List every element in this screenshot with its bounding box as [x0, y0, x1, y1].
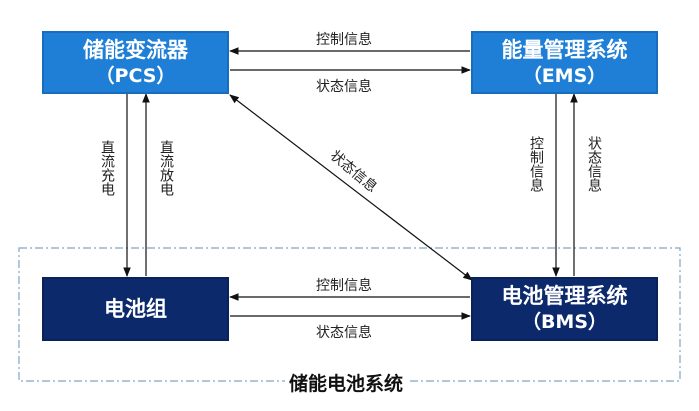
label-battery-bms-control: 控制信息 [316, 278, 372, 294]
bms-box: 电池管理系统 （BMS） [471, 277, 658, 341]
bms-title: 电池管理系统 [501, 284, 628, 308]
battery-title: 电池组 [104, 296, 167, 321]
bms-subtitle: （BMS） [521, 311, 608, 334]
label-pcs-ems-status: 状态信息 [316, 79, 372, 95]
label-battery-bms-status: 状态信息 [316, 325, 372, 341]
pcs-box: 储能变流器 （PCS） [42, 31, 229, 94]
label-ems-bms-status: 状态信息 [586, 136, 602, 192]
label-dc-charge: 直流充电 [99, 140, 115, 196]
ems-subtitle: （EMS） [522, 64, 607, 87]
ems-box: 能量管理系统 （EMS） [471, 31, 658, 94]
pcs-title: 储能变流器 [83, 37, 188, 62]
ems-title: 能量管理系统 [501, 37, 628, 62]
arrow-pcs-bms-status [229, 94, 473, 281]
pcs-subtitle: （PCS） [95, 64, 176, 87]
label-dc-discharge: 直流放电 [158, 140, 174, 196]
label-pcs-ems-control: 控制信息 [316, 32, 372, 48]
battery-box: 电池组 [42, 277, 229, 341]
system-label: 储能电池系统 [285, 369, 408, 396]
label-ems-bms-control: 控制信息 [528, 136, 544, 192]
